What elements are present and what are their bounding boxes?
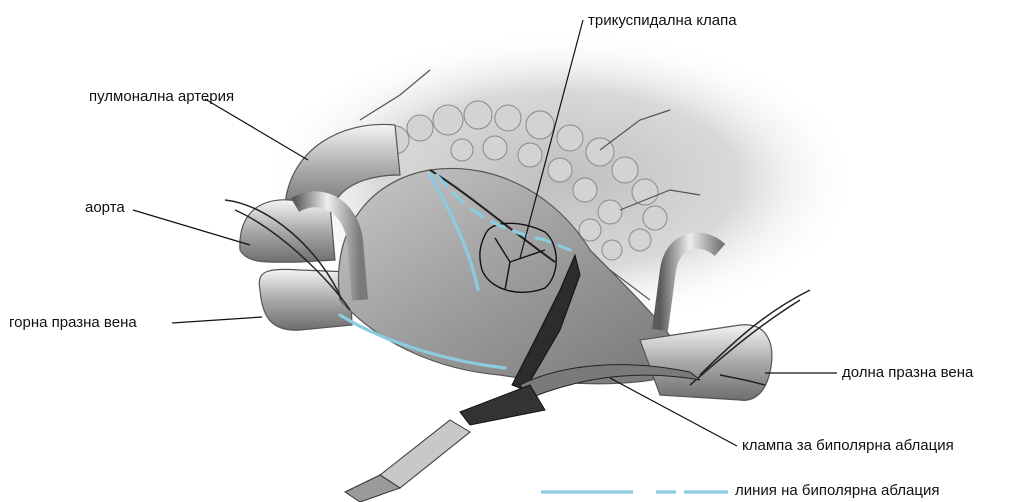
clamp-shaft bbox=[380, 420, 470, 488]
label-inferior-vena-cava: долна празна вена bbox=[842, 364, 973, 382]
leader-svc bbox=[172, 317, 262, 323]
label-pulmonary-artery: пулмонална артерия bbox=[89, 88, 234, 106]
aorta bbox=[240, 200, 335, 262]
legend-label: линия на биполярна аблация bbox=[735, 482, 939, 500]
label-ablation-clamp: клампа за биполярна аблация bbox=[742, 437, 954, 455]
label-tricuspid-valve: трикуспидална клапа bbox=[588, 12, 737, 30]
leader-aorta bbox=[133, 210, 250, 245]
label-superior-vena-cava: горна празна вена bbox=[9, 314, 137, 332]
label-aorta: аорта bbox=[85, 199, 125, 217]
clamp-handle bbox=[460, 385, 545, 425]
